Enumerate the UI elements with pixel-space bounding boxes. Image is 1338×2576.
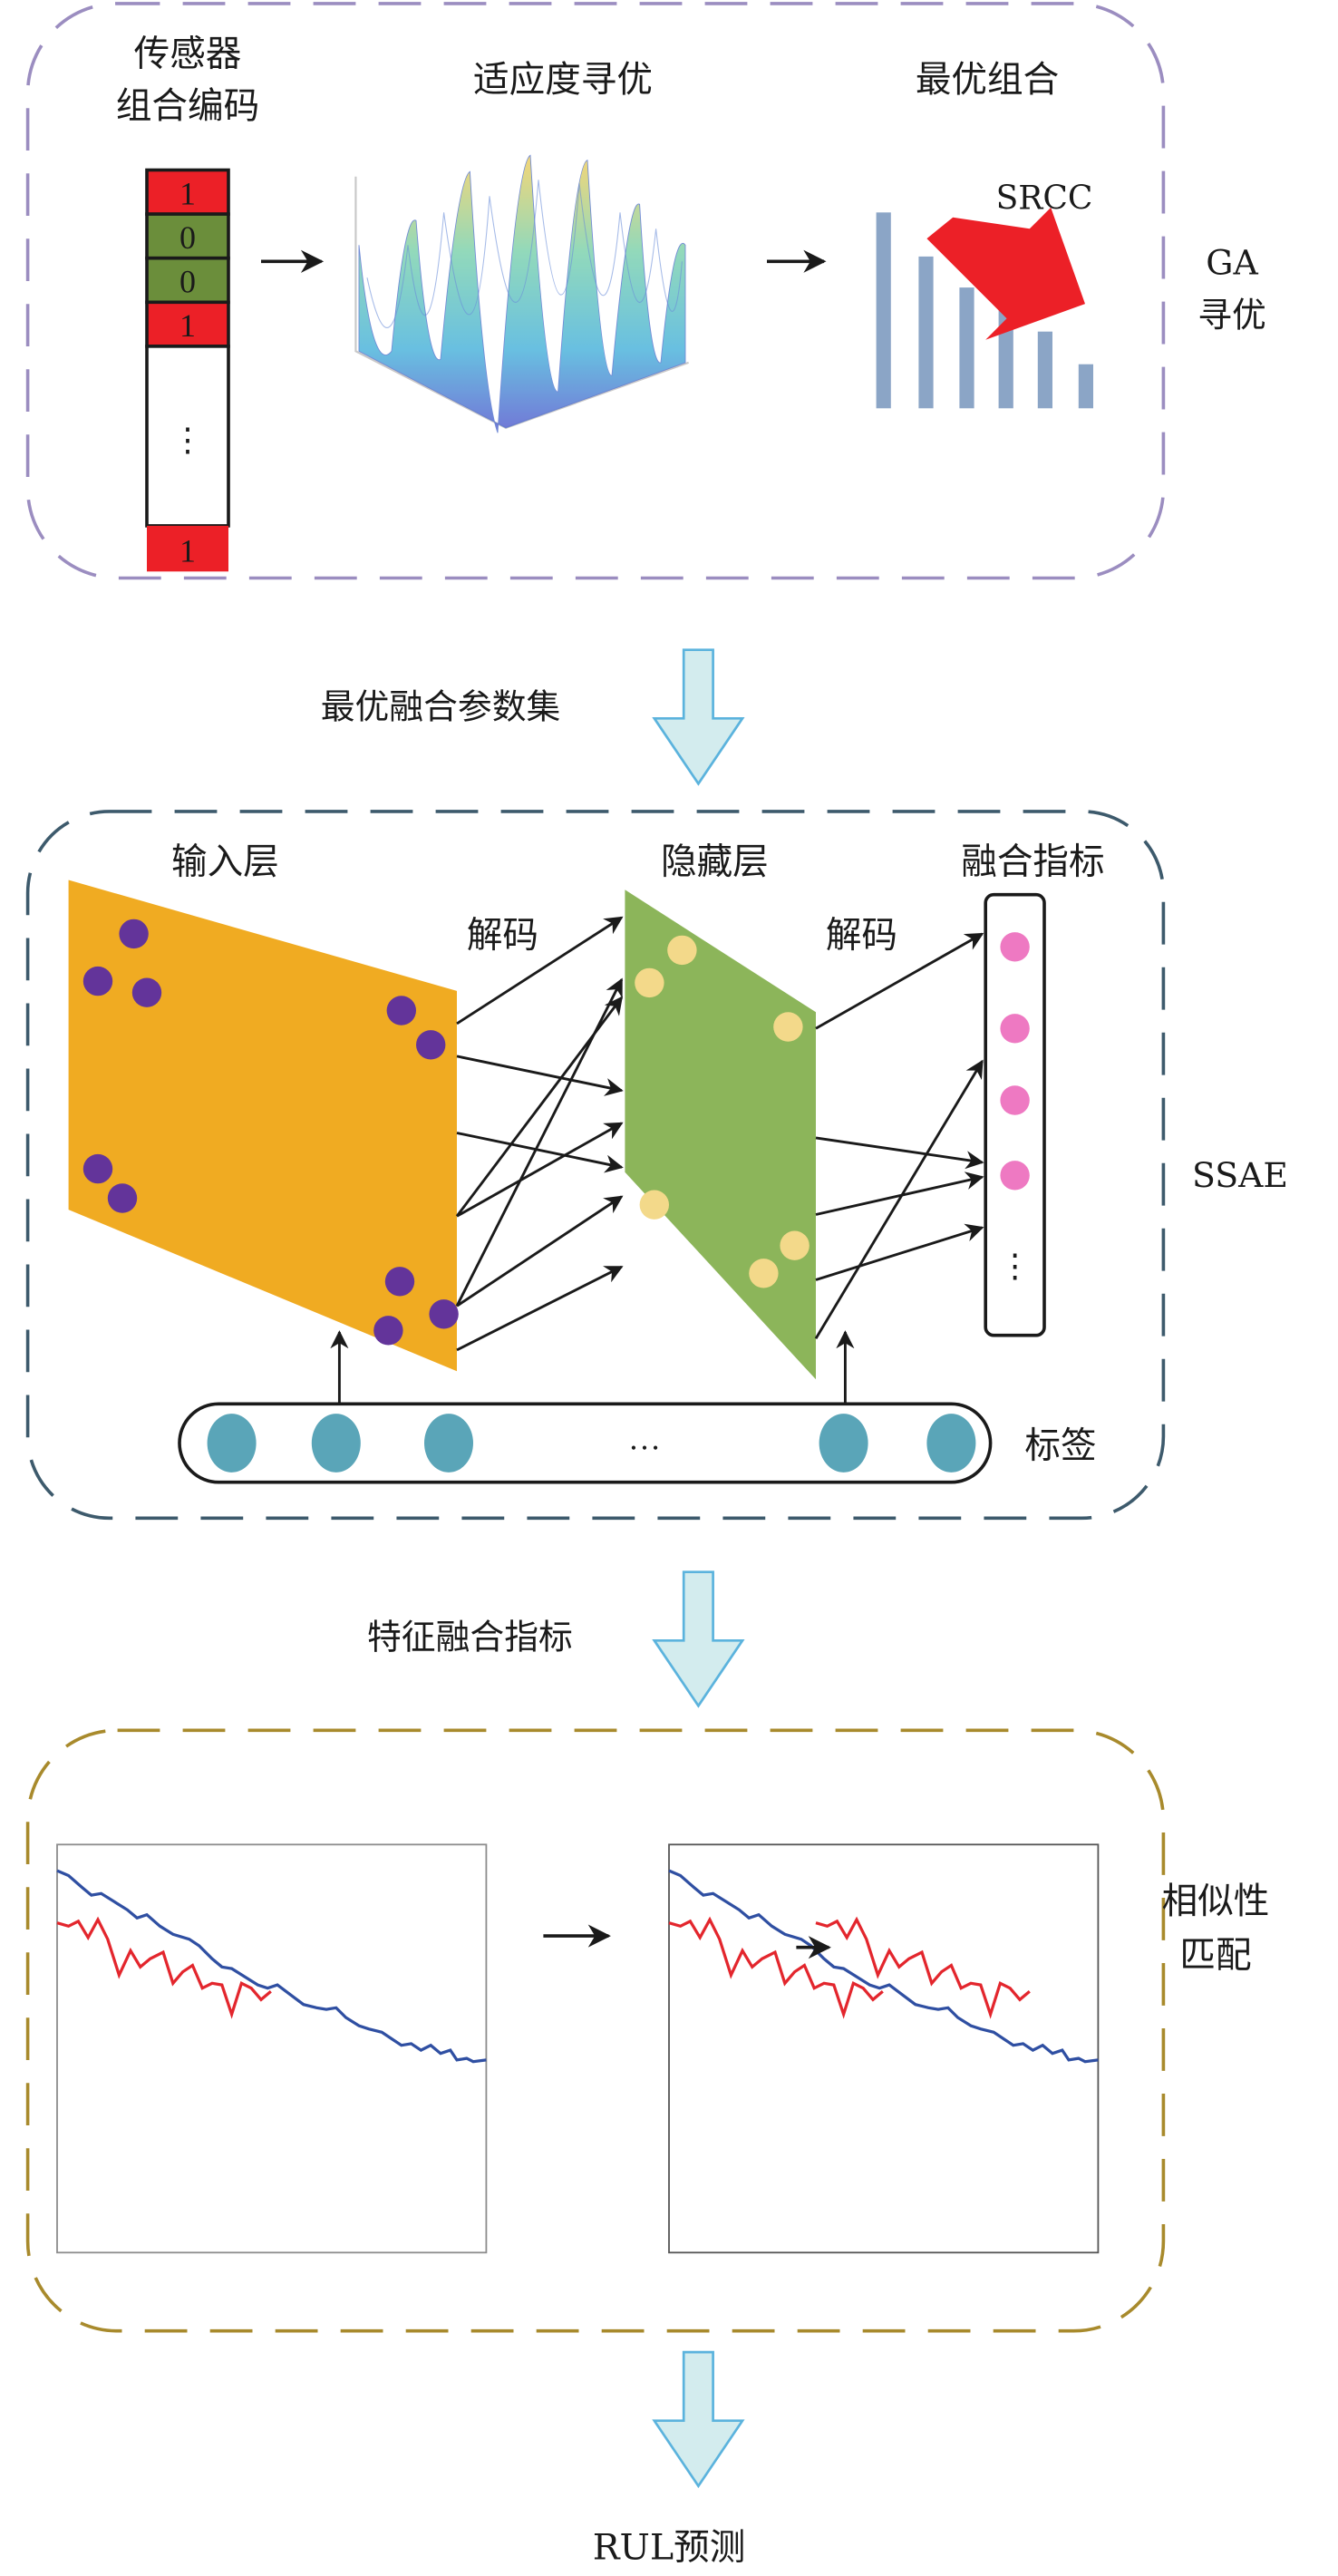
reference-curve	[56, 1869, 487, 2064]
hidden-layer	[625, 889, 816, 1380]
test-curve	[56, 1916, 272, 2019]
ga-side-label-line2: 寻优	[1197, 295, 1266, 335]
ga-section-border	[25, 2, 1166, 580]
fitness-title: 适应度寻优	[473, 59, 653, 101]
ranking-bar	[918, 256, 934, 409]
sensor-encoding-column	[145, 168, 230, 572]
matching-side-label-line1: 相似性	[1162, 1881, 1270, 1922]
label-nodes	[207, 1414, 976, 1473]
encoding-cell	[145, 168, 230, 216]
degradation-plot-before	[56, 1843, 488, 2254]
ranking-bar	[1037, 331, 1052, 409]
ranking-bar	[876, 212, 891, 409]
encoding-cell	[145, 212, 230, 260]
matching-section: 相似性 匹配	[25, 1728, 1270, 2333]
ssae-section: 输入层 隐藏层 融合指标 解码 解码	[25, 810, 1288, 1521]
encoding-value: 0	[179, 263, 196, 299]
ranking-bar	[959, 287, 974, 409]
flow-down-arrow-icon	[652, 1570, 745, 1708]
encoding-value: 0	[179, 219, 196, 256]
degradation-plot-after	[668, 1843, 1100, 2254]
ranking-bar	[1078, 364, 1093, 409]
encoding-value: 1	[179, 307, 196, 344]
flow-down-arrow-icon	[652, 648, 745, 786]
encoding-cell	[145, 300, 230, 348]
labels-title: 标签	[1024, 1425, 1096, 1467]
flow-label-optimal-params: 最优融合参数集	[321, 686, 561, 726]
fitness-surface-plot	[354, 154, 689, 433]
ranking-bar	[998, 310, 1013, 409]
encoding-title-line1: 传感器	[134, 33, 242, 74]
matching-section-border	[25, 1728, 1166, 2333]
hidden-layer-title: 隐藏层	[661, 841, 769, 882]
rul-prediction-label: RUL预测	[593, 2527, 746, 2569]
decode-label: 解码	[467, 914, 538, 956]
fusion-index-nodes	[1000, 932, 1030, 1191]
encoding-cell	[147, 525, 228, 572]
encoding-title-line2: 组合编码	[116, 85, 259, 127]
encoding-cell	[145, 345, 230, 528]
encoding-ellipsis: ⋮	[171, 422, 204, 458]
ssae-side-label: SSAE	[1192, 1155, 1288, 1195]
fusion-index-ellipsis: ⋮	[999, 1248, 1032, 1284]
srcc-label: SRCC	[996, 180, 1093, 218]
shifted-test-curve	[815, 1916, 1031, 2019]
decreasing-arrow-icon	[926, 207, 1085, 340]
ssae-section-border	[25, 810, 1166, 1521]
labels-bar	[178, 1402, 993, 1484]
decode-label: 解码	[826, 914, 897, 956]
reference-curve	[668, 1869, 1099, 2064]
input-layer	[68, 880, 457, 1372]
encoding-value: 1	[179, 175, 196, 211]
ga-side-label-line1: GA	[1206, 243, 1258, 283]
flow-label-feature-fusion: 特征融合指标	[367, 1617, 573, 1657]
flow-down-arrow-icon	[652, 2350, 745, 2489]
input-layer-nodes	[82, 919, 459, 1346]
labels-ellipsis: …	[628, 1421, 661, 1457]
fusion-index-title: 融合指标	[961, 841, 1104, 882]
ga-section: 传感器 组合编码 适应度寻优 最优组合 1 0 0 1 ⋮ 1	[25, 2, 1266, 580]
connection-arrows	[455, 916, 984, 1352]
encoding-value: 1	[179, 533, 196, 569]
hidden-layer-nodes	[635, 935, 810, 1288]
test-curve	[668, 1916, 884, 2019]
srcc-ranking-bars	[876, 212, 1093, 409]
matching-side-label-line2: 匹配	[1179, 1934, 1251, 1976]
input-layer-title: 输入层	[171, 841, 279, 882]
optimal-title: 最优组合	[916, 59, 1059, 101]
